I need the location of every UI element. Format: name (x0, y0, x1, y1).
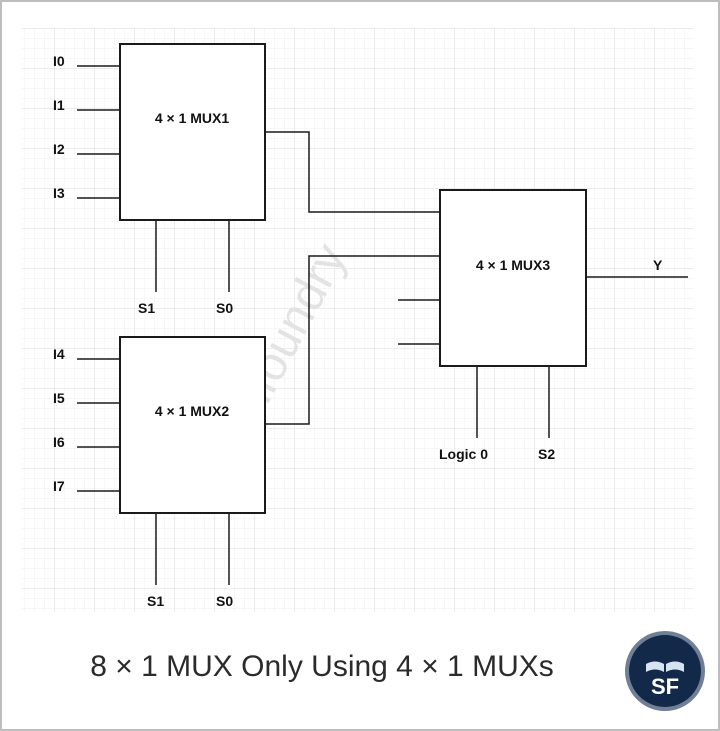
wire-mux2-to-mux3 (265, 255, 440, 425)
sanfoundry-logo: SF (625, 631, 705, 711)
input-label: I2 (53, 141, 65, 157)
mux2-title: 4 × 1 MUX2 (155, 403, 230, 419)
logo-text: SF (651, 674, 679, 699)
mux2-box (119, 336, 266, 514)
select-label: S1 (138, 300, 155, 316)
input-label: I3 (53, 185, 65, 201)
figure-caption: 8 × 1 MUX Only Using 4 × 1 MUXs (90, 650, 554, 683)
open-book-icon (646, 661, 684, 673)
input-label: I7 (53, 478, 65, 494)
select-label: S2 (538, 446, 555, 462)
mux3-box (439, 189, 587, 367)
mux-circuit-diagram: Sanfoundry 4 × 1 MUX1 I0 I1 I2 I3 S1 S0 … (22, 28, 694, 612)
wire-mux1-to-mux3 (265, 131, 440, 213)
input-label: I6 (53, 434, 65, 450)
input-label: I5 (53, 390, 65, 406)
input-label: I0 (53, 53, 65, 69)
mux3-block: 4 × 1 MUX3 Y Logic 0 S2 (265, 131, 688, 462)
output-label: Y (653, 257, 663, 273)
input-label: I1 (53, 97, 65, 113)
mux3-title: 4 × 1 MUX3 (476, 257, 551, 273)
mux1-box (119, 43, 266, 221)
mux1-block: 4 × 1 MUX1 I0 I1 I2 I3 S1 S0 (53, 43, 266, 316)
mux1-title: 4 × 1 MUX1 (155, 110, 230, 126)
select-label: S1 (147, 593, 164, 609)
select-label: S0 (216, 300, 233, 316)
input-label: I4 (53, 346, 65, 362)
mux2-block: 4 × 1 MUX2 I4 I5 I6 I7 S1 S0 (53, 336, 266, 609)
select-label: Logic 0 (439, 446, 488, 462)
select-label: S0 (216, 593, 233, 609)
